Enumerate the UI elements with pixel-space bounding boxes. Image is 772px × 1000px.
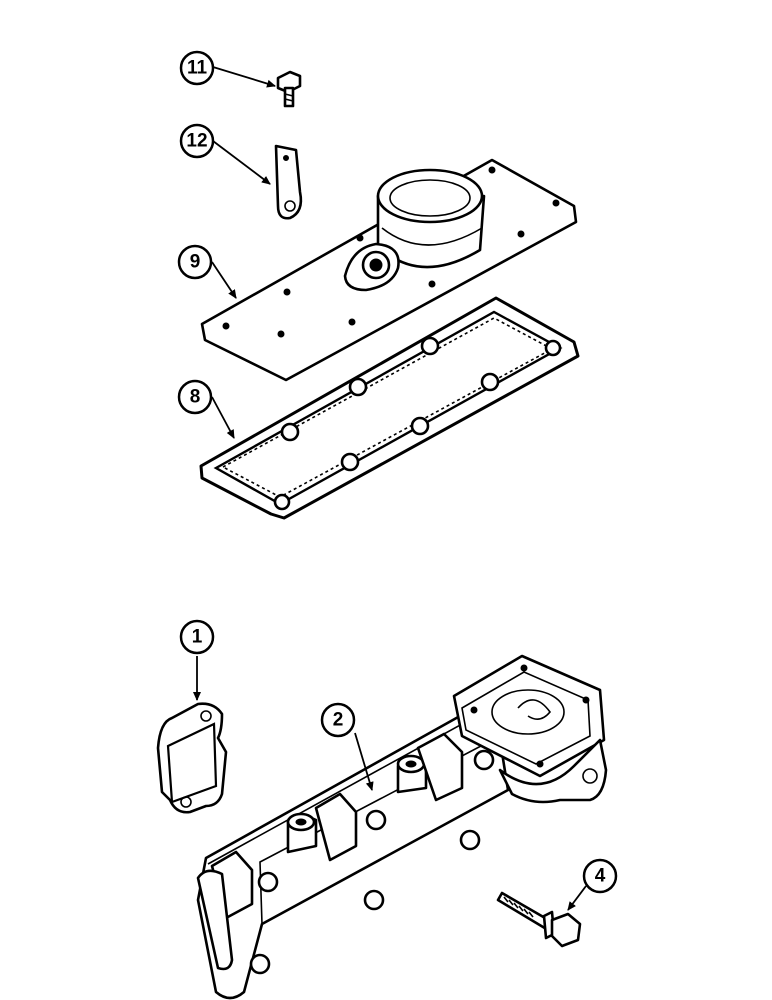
callout-label-11: 11: [187, 58, 208, 79]
callout-8: 8: [177, 379, 213, 415]
callout-2: 2: [320, 702, 356, 738]
callout-label-1: 1: [192, 627, 203, 648]
callout-label-2: 2: [333, 710, 344, 731]
callout-label-4: 4: [595, 866, 606, 887]
leader-lines: [193, 66, 587, 911]
callout-1: 1: [179, 619, 215, 655]
callout-11: 11: [179, 50, 215, 86]
bracket-part-12: [274, 144, 303, 220]
callout-label-8: 8: [190, 387, 201, 408]
gasket-part-8: [199, 296, 580, 520]
callout-label-12: 12: [186, 131, 207, 152]
bolt-part-11: [276, 70, 302, 108]
cover-plate-part-9: [200, 158, 578, 382]
callout-9: 9: [177, 244, 213, 280]
exhaust-manifold-part-2: [196, 654, 608, 1000]
callout-4: 4: [582, 858, 618, 894]
callout-label-9: 9: [190, 252, 201, 273]
flange-bolt-part-4: [496, 891, 582, 948]
flange-gasket-part-1: [156, 702, 228, 814]
callout-12: 12: [179, 123, 215, 159]
